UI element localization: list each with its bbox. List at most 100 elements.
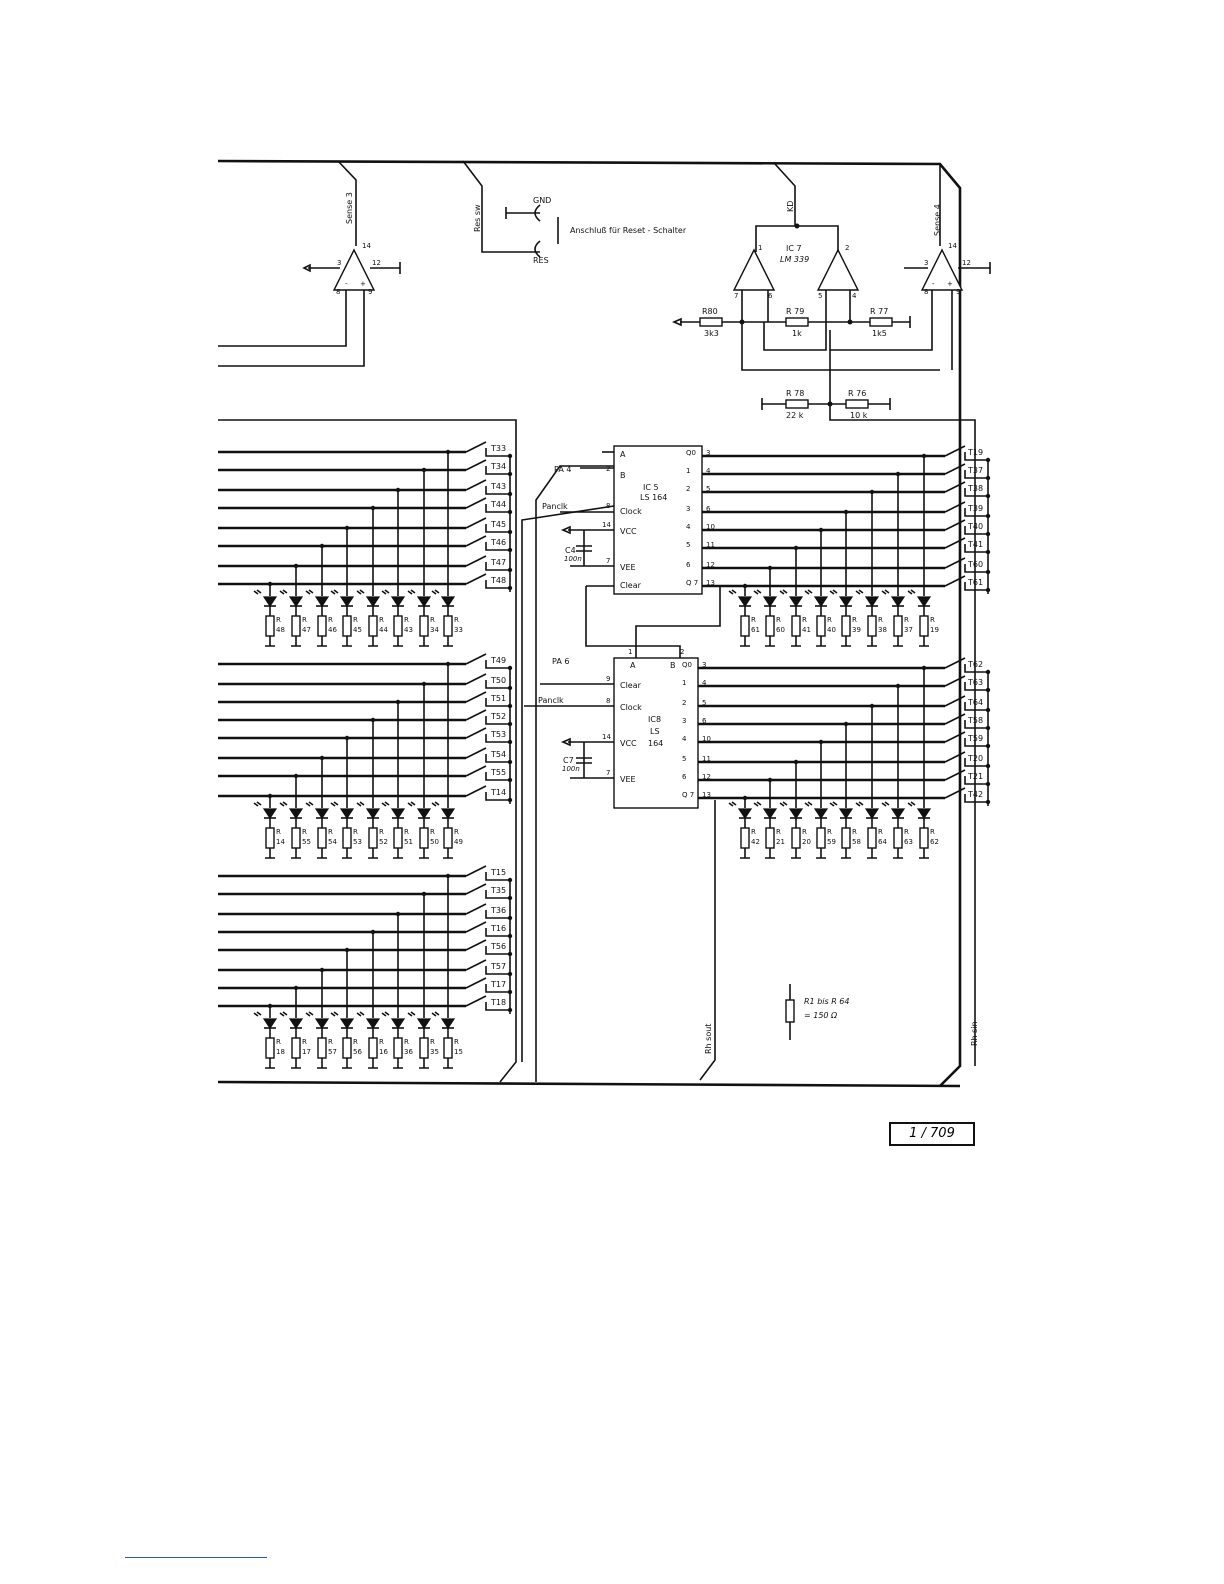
c4-ref: C4 bbox=[565, 546, 576, 555]
left-g2-col-2-prefix: R bbox=[328, 1038, 333, 1046]
left-g1-col-7-value: 49 bbox=[454, 838, 463, 846]
left-g0-col-1-wire bbox=[291, 606, 301, 647]
left-g2-col-5-led bbox=[390, 1018, 406, 1030]
right-g0-tap-label-7: T61 bbox=[967, 578, 983, 587]
left-g1-tap-label-1: T50 bbox=[490, 676, 506, 685]
legend-line2: = 150 Ω bbox=[804, 1011, 838, 1020]
ic8-shift-register: IC8 LS 164 A B 1 2 Clear Clock VCC VEE 9… bbox=[524, 585, 721, 809]
left-g2-tap-5 bbox=[465, 959, 510, 975]
left-g1-tap-label-4: T53 bbox=[490, 730, 506, 739]
left-g1-tap-5 bbox=[465, 747, 510, 763]
ic5-outpin-4: 10 bbox=[706, 523, 715, 531]
ic5-outpin-1: 4 bbox=[706, 467, 711, 475]
left-g1-col-0-led bbox=[262, 808, 278, 820]
left-g2-junction-2 bbox=[395, 911, 401, 917]
ic5-outpin-7: 13 bbox=[706, 579, 715, 587]
left-g2-junction-1 bbox=[421, 891, 427, 897]
ic8-output-5: 5 bbox=[682, 755, 686, 763]
left-g2-col-0-prefix: R bbox=[276, 1038, 281, 1046]
sense4-comparator: Sense 4 3 14 12 8 9 - + bbox=[830, 164, 991, 370]
left-g2-tap-0 bbox=[465, 865, 510, 881]
right-g1-junction-4 bbox=[818, 739, 824, 745]
left-g2-col-1-led bbox=[288, 1018, 304, 1030]
ic5-output-0: Q0 bbox=[686, 449, 696, 457]
left-g2-col-2-wire bbox=[317, 1028, 327, 1069]
right-g1-col-0-prefix: R bbox=[751, 828, 756, 836]
right-g1-tap-label-3: T58 bbox=[967, 716, 983, 725]
left-g0-col-1-resistor bbox=[291, 615, 301, 637]
left-g2-tap-1 bbox=[465, 883, 510, 899]
ic5-outpin-6: 12 bbox=[706, 561, 715, 569]
left-g0-col-0-prefix: R bbox=[276, 616, 281, 624]
ic5-pin-a: A bbox=[620, 450, 626, 459]
left-g0-col-4-wire bbox=[368, 606, 378, 647]
sense4-pin-9: 9 bbox=[956, 288, 960, 296]
right-g1-col-2-led-rays bbox=[779, 801, 788, 807]
left-g0-col-0-led bbox=[262, 596, 278, 608]
left-g2-col-1-wire bbox=[291, 1028, 301, 1069]
left-g1-col-3-led-rays bbox=[330, 801, 339, 807]
sense3-plus: + bbox=[360, 280, 366, 288]
left-g1-col-1-value: 55 bbox=[302, 838, 311, 846]
left-g1-tap-2 bbox=[465, 691, 510, 707]
left-g1-col-4-resistor bbox=[368, 827, 378, 849]
left-g1-tap-0 bbox=[465, 653, 510, 669]
left-g2-tap-label-3: T16 bbox=[490, 924, 506, 933]
left-g0-junction-6 bbox=[293, 563, 299, 569]
left-g1-tap-1 bbox=[465, 673, 510, 689]
right-g1-col-4-resistor bbox=[841, 827, 851, 849]
left-g1-col-0-value: 14 bbox=[276, 838, 285, 846]
left-g0-junction-7 bbox=[267, 581, 273, 587]
ic8-num-2: 2 bbox=[680, 648, 684, 656]
c4-value: 100n bbox=[564, 555, 582, 563]
left-g1-tap-4 bbox=[465, 727, 510, 743]
left-g2-col-4-wire bbox=[368, 1028, 378, 1069]
left-g1-col-5-value: 51 bbox=[404, 838, 413, 846]
left-g1-col-4-value: 52 bbox=[379, 838, 388, 846]
left-g1-col-1-resistor bbox=[291, 827, 301, 849]
right-g0-col-7-resistor bbox=[919, 615, 929, 637]
left-g0-tap-3 bbox=[465, 497, 510, 513]
right-g1-col-4-led bbox=[838, 808, 854, 820]
sense4-plus: + bbox=[947, 280, 953, 288]
left-g2-col-7-prefix: R bbox=[454, 1038, 459, 1046]
right-g0-tap-3 bbox=[944, 501, 988, 517]
right-g0-col-0-wire bbox=[740, 606, 750, 647]
ic8-output-6: 6 bbox=[682, 773, 687, 781]
right-g1-col-5-value: 64 bbox=[878, 838, 887, 846]
right-g0-junction-2 bbox=[869, 489, 875, 495]
ic8-outpin-5: 11 bbox=[702, 755, 711, 763]
right-g0-col-0-prefix: R bbox=[751, 616, 756, 624]
sense4-pin-12: 12 bbox=[962, 259, 971, 267]
ic8-pin-a: A bbox=[630, 661, 636, 670]
r77-value: 1k5 bbox=[872, 329, 887, 338]
right-g1-col-4-prefix: R bbox=[852, 828, 857, 836]
ic7-pin-1: 1 bbox=[758, 244, 762, 252]
left-g2-col-7-led-rays bbox=[431, 1011, 440, 1017]
right-g1-col-0-resistor bbox=[740, 827, 750, 849]
ic5-output-5: 5 bbox=[686, 541, 690, 549]
left-g1-junction-1 bbox=[421, 681, 427, 687]
left-g2-tap-2 bbox=[465, 903, 510, 919]
r79-value: 1k bbox=[792, 329, 802, 338]
right-g1-col-3-led bbox=[813, 808, 829, 820]
ic8-output-3: 3 bbox=[682, 717, 686, 725]
left-g2-col-5-resistor bbox=[393, 1037, 403, 1059]
right-g0-junction-1 bbox=[895, 471, 901, 477]
right-g0-junction-6 bbox=[767, 565, 773, 571]
left-g2-junction-3 bbox=[370, 929, 376, 935]
left-g1-col-0-resistor bbox=[265, 827, 275, 849]
right-g1-col-5-prefix: R bbox=[878, 828, 883, 836]
right-g1-junction-3 bbox=[843, 721, 849, 727]
generated-matrix: T33T34T43T44T45T46T47T48R48R47R46R45R44R… bbox=[218, 441, 991, 1069]
ic5-num-8: 8 bbox=[606, 502, 610, 510]
right-g1-col-0-led-rays bbox=[728, 801, 737, 807]
right-g0-col-3-resistor bbox=[816, 615, 826, 637]
ic8-output-7: Q 7 bbox=[682, 791, 694, 799]
sense4-pin-3: 3 bbox=[924, 259, 928, 267]
left-g2-junction-5 bbox=[319, 967, 325, 973]
left-g0-col-4-resistor bbox=[368, 615, 378, 637]
right-g0-col-2-prefix: R bbox=[802, 616, 807, 624]
left-g0-tap-label-3: T44 bbox=[490, 500, 506, 509]
left-g1-col-5-prefix: R bbox=[404, 828, 409, 836]
